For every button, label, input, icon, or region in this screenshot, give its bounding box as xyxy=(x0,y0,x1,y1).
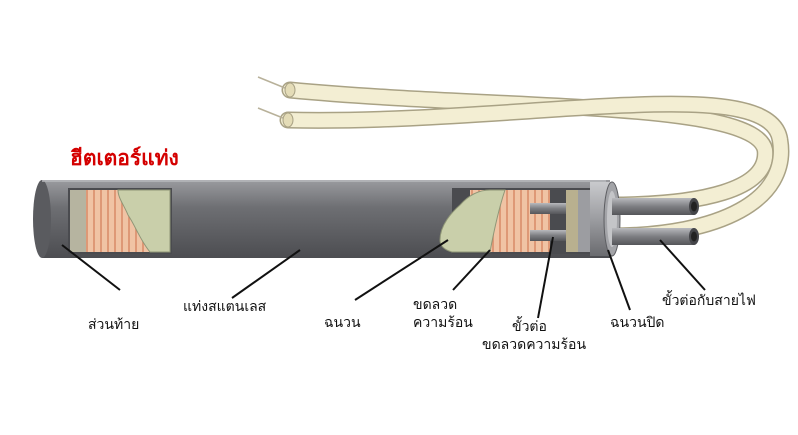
label-pin-line1: ขั้วต่อ xyxy=(512,319,547,335)
label-end-cap: ส่วนท้าย xyxy=(88,317,140,333)
left-cutaway xyxy=(68,188,172,254)
label-insulation: ฉนวน xyxy=(324,315,361,331)
external-pins xyxy=(612,198,699,245)
label-coil-line2: ความร้อน xyxy=(413,315,473,331)
label-lead-terminal: ขั้วต่อกับสายไฟ xyxy=(662,293,756,309)
lead-wires xyxy=(257,76,790,245)
label-seal: ฉนวนปิด xyxy=(610,315,665,331)
label-pin-line2: ขดลวดความร้อน xyxy=(482,337,587,353)
right-cutaway xyxy=(439,188,606,254)
label-sheath: แท่งสแตนเลส xyxy=(183,299,267,315)
label-coil-line1: ขดลวด xyxy=(413,297,458,313)
diagram-title: ฮีตเตอร์แท่ง xyxy=(70,146,179,170)
leader-lines xyxy=(61,236,706,319)
